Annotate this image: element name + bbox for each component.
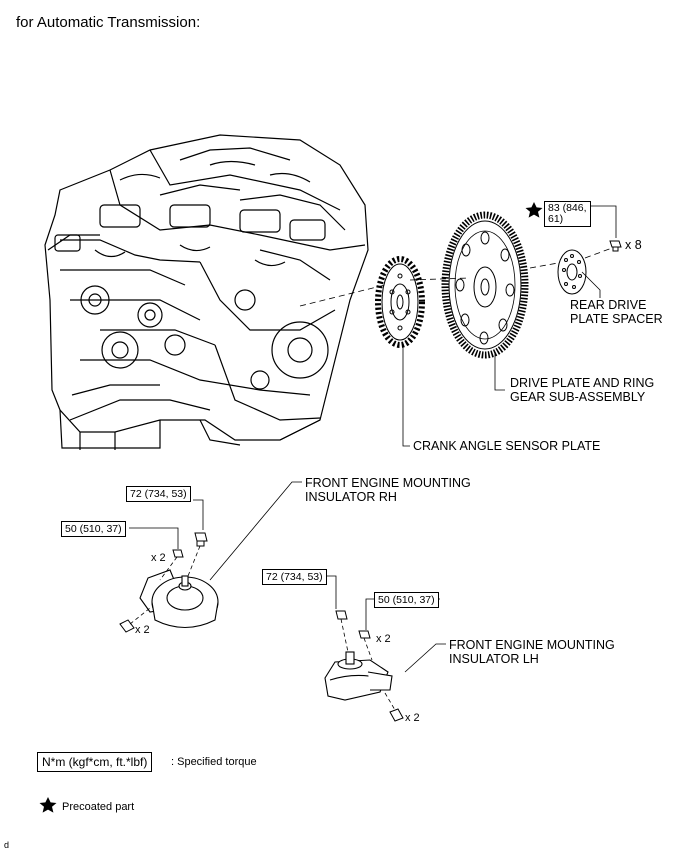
torque-value-line-2: 61): [548, 213, 564, 225]
qty-lh-nut: x 2: [376, 633, 391, 645]
qty-drive-plate-bolts: x 8: [625, 238, 642, 252]
label-line-1: DRIVE PLATE AND RING: [510, 376, 655, 390]
qty-lh-bolt: x 2: [405, 712, 420, 724]
drive-plate: [441, 211, 529, 359]
lh-dashed-leaders: [340, 618, 396, 711]
front-mount-lh-illustration: [324, 651, 393, 701]
label-rear-drive-plate-spacer: REAR DRIVE PLATE SPACER: [570, 298, 663, 326]
rh-dashed-leaders: [129, 545, 201, 625]
legend-torque-desc: : Specified torque: [171, 756, 257, 768]
crank-angle-sensor-plate: [375, 256, 425, 348]
leader-lines: [129, 205, 617, 673]
torque-box-lh-upper: 72 (734, 53): [262, 569, 327, 585]
lh-hardware: [335, 610, 404, 722]
rh-hardware: [119, 532, 208, 633]
label-front-mount-lh: FRONT ENGINE MOUNTING INSULATOR LH: [449, 638, 615, 666]
figure-mark: d: [4, 840, 10, 850]
legend-torque-format: N*m (kgf*cm, ft.*lbf): [37, 752, 153, 772]
engine-illustration: [44, 134, 369, 450]
torque-box-rh-upper: 72 (734, 53): [126, 486, 191, 502]
label-line-1: FRONT ENGINE MOUNTING: [305, 476, 471, 490]
torque-value-line-1: 83 (846,: [548, 202, 587, 214]
assembly-axis: [299, 247, 613, 307]
page-title: for Automatic Transmission:: [16, 14, 201, 31]
label-line-2: INSULATOR LH: [449, 652, 539, 666]
precoated-star-icon: [525, 202, 543, 218]
qty-rh-bolt: x 2: [135, 624, 150, 636]
label-crank-angle-sensor-plate: CRANK ANGLE SENSOR PLATE: [413, 439, 601, 453]
label-line-2: PLATE SPACER: [570, 312, 663, 326]
torque-box-rh-lower: 50 (510, 37): [61, 521, 126, 537]
legend-precoated-desc: Precoated part: [62, 801, 135, 813]
label-drive-plate: DRIVE PLATE AND RING GEAR SUB-ASSEMBLY: [510, 376, 654, 404]
qty-rh-nut: x 2: [151, 552, 166, 564]
label-line-1: FRONT ENGINE MOUNTING: [449, 638, 615, 652]
rear-drive-plate-spacer: [557, 249, 587, 295]
legend-star-icon: [39, 797, 57, 813]
label-front-mount-rh: FRONT ENGINE MOUNTING INSULATOR RH: [305, 476, 471, 504]
front-mount-rh-illustration: [139, 569, 219, 628]
drive-plate-bolt: [609, 240, 622, 252]
label-line-1: REAR DRIVE: [570, 298, 647, 312]
torque-box-lh-lower: 50 (510, 37): [374, 592, 439, 608]
torque-box-drive-plate: 83 (846, 61): [544, 201, 591, 227]
label-line-2: INSULATOR RH: [305, 490, 397, 504]
label-line-2: GEAR SUB-ASSEMBLY: [510, 390, 646, 404]
